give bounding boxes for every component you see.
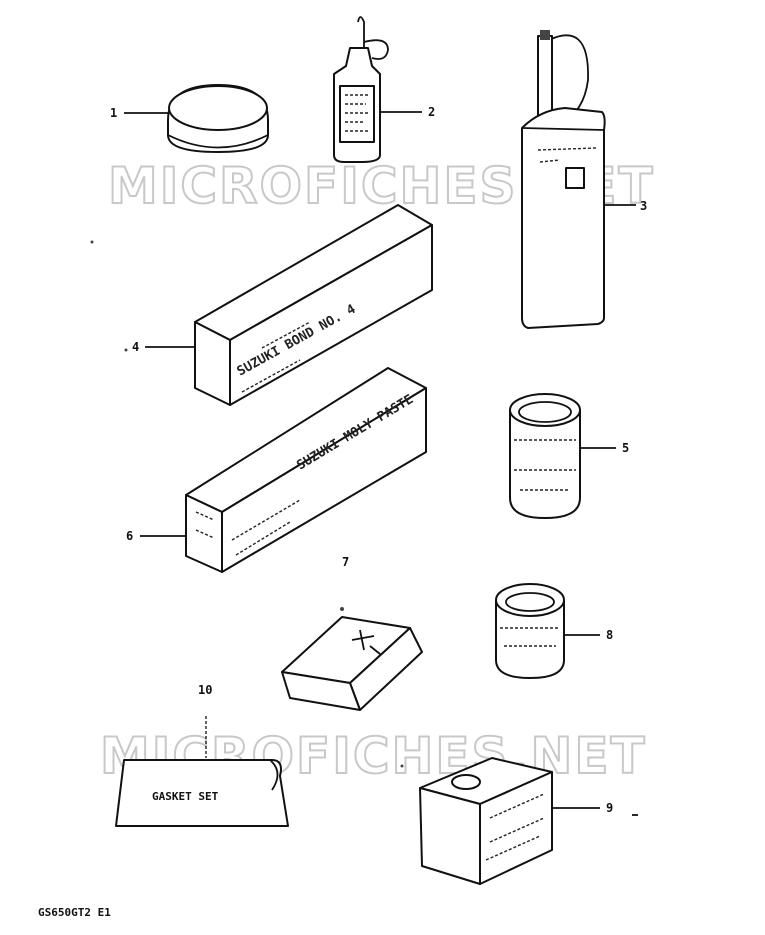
part-3-tall-can xyxy=(521,30,606,329)
part-8-short-can xyxy=(495,583,565,679)
scan-speck xyxy=(400,764,404,768)
callout-3: 3 xyxy=(640,199,647,213)
part-4-bond-box: SUZUKI BOND NO. 4 xyxy=(194,204,433,406)
scan-speck xyxy=(90,240,94,244)
part-6-moly-box: SUZUKI MOLY PASTE xyxy=(185,367,427,573)
part-5-can xyxy=(509,393,581,519)
part-7-small-box xyxy=(281,607,423,711)
callout-10: 10 xyxy=(198,683,212,697)
part-10-gasket-set: GASKET SET xyxy=(115,759,289,827)
callout-5: 5 xyxy=(622,441,629,455)
callout-6: 6 xyxy=(126,529,133,543)
callout-4: 4 xyxy=(132,340,139,354)
callout-2: 2 xyxy=(428,105,435,119)
gasket-set-label: GASKET SET xyxy=(152,790,219,803)
scan-speck xyxy=(124,348,128,352)
part-2-oil-bottle xyxy=(333,16,389,163)
callout-1: 1 xyxy=(110,106,117,120)
part-1-grease-cap xyxy=(167,84,269,153)
diagram-code: GS650GT2 E1 xyxy=(38,906,111,919)
callout-7: 7 xyxy=(342,555,349,569)
part-9-rect-can xyxy=(419,757,553,885)
callout-8: 8 xyxy=(606,628,613,642)
callout-9: 9 xyxy=(606,801,613,815)
